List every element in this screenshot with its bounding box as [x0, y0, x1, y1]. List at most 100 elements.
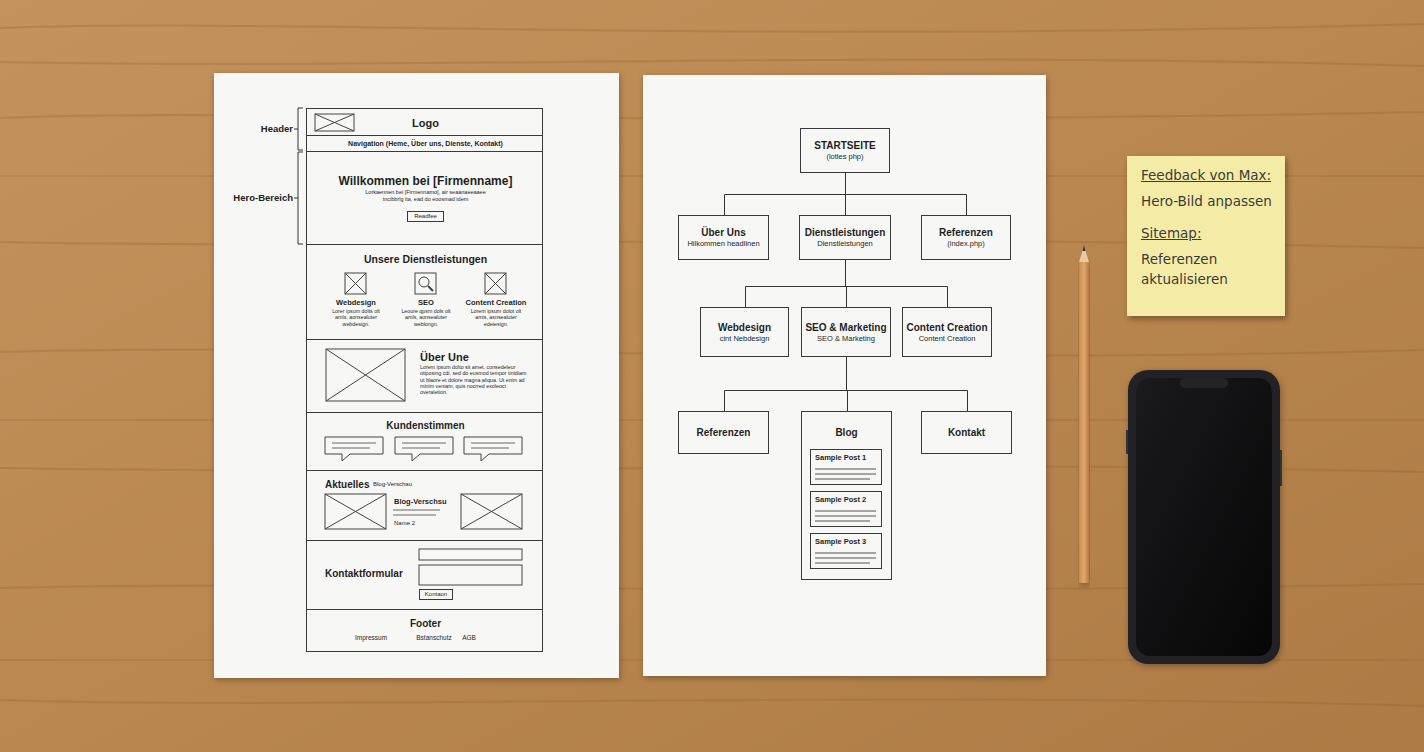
node-title: Unsere Dienstleistungen: [307, 253, 544, 266]
node-title: Über Une: [420, 351, 530, 364]
button: Readfee: [407, 211, 444, 222]
node-title: Content Creation: [906, 322, 987, 334]
tree-connector: [847, 357, 968, 411]
post-text-lines: [815, 469, 876, 479]
pencil: [1079, 245, 1089, 583]
node-title: Willkommen bei [Firmenname]: [307, 174, 544, 188]
phone-button: [1280, 450, 1282, 486]
node-text: Name 2: [394, 520, 444, 527]
magnifier-icon: [419, 277, 429, 287]
section-label: Header: [225, 123, 293, 134]
placeholder-cross: [345, 273, 366, 294]
post-box: Sample Post 2: [810, 491, 882, 527]
node-title: Sample Post 2: [815, 495, 879, 504]
tree-connector: [746, 260, 846, 307]
page-box: Referenzen: [678, 411, 769, 454]
section-label: Hero-Bereich: [200, 192, 293, 203]
node-title: Referenzen: [939, 227, 993, 239]
phone-screen: [1136, 378, 1272, 656]
text-lines: [393, 510, 440, 515]
node-text: Webdesign: [323, 298, 389, 307]
grain-line: [0, 24, 1424, 32]
node-title: STARTSEITE: [814, 140, 875, 152]
node-text: Lorkaennen bei [Firmennamo], air seaanae…: [365, 189, 486, 202]
page-box: Kontakt: [921, 411, 1012, 454]
tree-connector: [847, 357, 848, 411]
service-icon: [415, 273, 436, 294]
page-box: SEO & MarketingSEO & Marketing: [801, 307, 891, 357]
textarea-field: [419, 565, 522, 585]
pencil-tip: [1079, 246, 1089, 262]
wood-grain: [0, 24, 1424, 706]
node-title: Sample Post 3: [815, 537, 879, 546]
node-title: Logo: [307, 117, 544, 130]
node-text: SEO & Marketing: [817, 334, 875, 343]
node-title: Kontaktformular: [325, 568, 420, 580]
post-text-lines: [815, 511, 876, 521]
node-text: Lorer ipsum dolts olt amls, aonsealuter …: [326, 308, 386, 327]
paper-sheet: [643, 75, 1046, 676]
page-box: Content CreationContent Creation: [902, 307, 992, 357]
node-title: Footer: [307, 618, 544, 630]
header-bracket: [294, 108, 303, 150]
hero-bracket: [294, 152, 303, 244]
node-text: (lotles php): [826, 152, 863, 161]
node-text: Hero-Bild anpassen: [1141, 192, 1281, 212]
node-title: SEO & Marketing: [805, 322, 886, 334]
wireframe-band: Navigation (Heme, Über uns, Dienste, Kon…: [306, 135, 543, 152]
node-text: Content Creation: [463, 298, 529, 307]
bubble-lines: [471, 443, 515, 448]
node-text: Lorem ipsum dolot olt amis, asnsealuter …: [466, 308, 526, 327]
page-box: DienstleistungenDienstleistungen: [799, 215, 891, 260]
wireframe-band: KontaktformularKontaon: [306, 540, 543, 610]
section-brackets: [294, 108, 303, 244]
button: Kontaon: [419, 589, 453, 600]
image-placeholder: [326, 349, 405, 401]
node-text: Leoure qpsm dols olt amls, aonsealuter w…: [396, 308, 456, 327]
post-box: Sample Post 1: [810, 449, 882, 485]
grain-line: [0, 700, 1424, 706]
node-text: Content Creation: [919, 334, 976, 343]
node-text: Dienstleistungen: [817, 239, 872, 248]
magnifier-handle: [428, 286, 433, 291]
node-title: Dienstleistungen: [805, 227, 886, 239]
node-title: Sample Post 1: [815, 453, 879, 462]
tree-connector: [725, 357, 847, 411]
logo-placeholder: [315, 114, 354, 131]
phone-button: [1126, 430, 1128, 454]
pencil-body: [1079, 262, 1089, 583]
node-title: Referenzen: [697, 427, 751, 439]
node-title: Aktuelles: [325, 479, 375, 491]
page-box: Referenzen(index.php): [921, 215, 1011, 260]
page-box: BlogSample Post 1 Sample Post 2 Sample Pos…: [801, 411, 892, 580]
phone-body: [1128, 370, 1280, 664]
node-title: Kontakt: [948, 427, 985, 439]
node-title: Über Uns: [701, 227, 745, 239]
wireframe-band: Logo: [306, 108, 543, 136]
pencil-lead: [1083, 245, 1086, 251]
image-placeholder: [325, 494, 386, 529]
node-text: Blog-Verschsu: [394, 497, 464, 506]
sticky-note: Feedback von Max:Hero-Bild anpassenSitem…: [1127, 156, 1285, 316]
image-placeholder: [461, 494, 522, 529]
phone-notch: [1180, 378, 1228, 388]
service-icon: [485, 273, 506, 294]
wireframe-band: FooterImpressumBstanschutzAGB: [306, 609, 543, 652]
wireframe-band: Willkommen bei [Firmenname]Lorkaennen be…: [306, 151, 543, 245]
tree-connector: [846, 173, 967, 215]
wireframe-band: Kundenstimmen: [306, 412, 543, 471]
placeholder-cross: [485, 273, 506, 294]
paper-sheet: [214, 73, 619, 678]
tree-connector: [845, 173, 846, 215]
node-text: AGB: [455, 634, 483, 642]
node-title: Blog: [802, 427, 891, 439]
node-text: Impressum: [349, 634, 393, 642]
speech-bubble: [464, 437, 522, 461]
placeholder-cross: [315, 114, 354, 131]
service-icon: [345, 273, 366, 294]
node-text: Sitemap:: [1141, 224, 1281, 244]
